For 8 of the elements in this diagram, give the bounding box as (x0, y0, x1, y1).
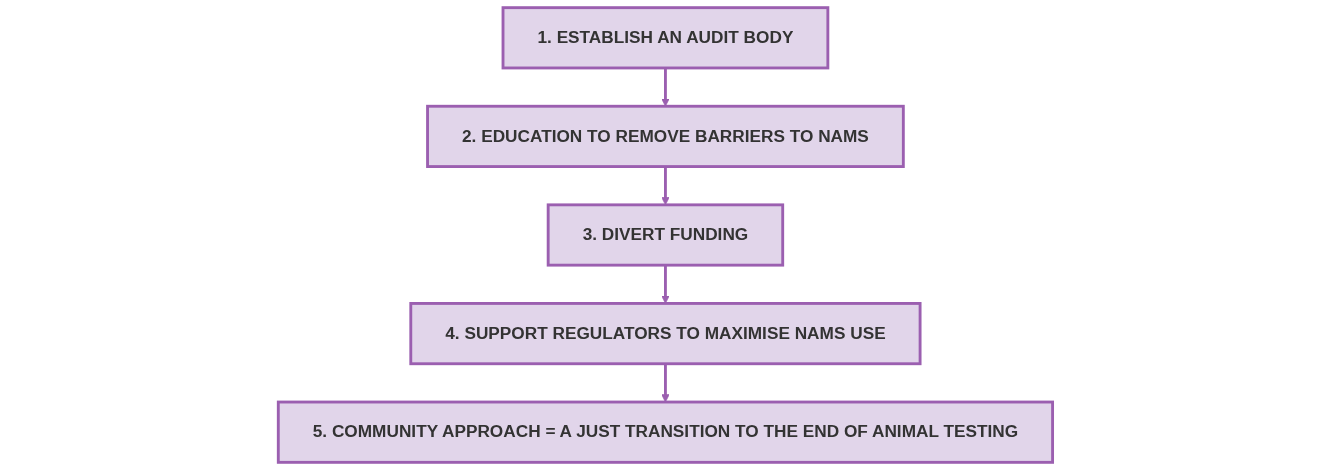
arrow (660, 363, 670, 403)
node-box: 5. COMMUNITY APPROACH = A JUST TRANSITION TO THE END OF ANIMAL TESTING (276, 400, 1054, 464)
node-box: 4. SUPPORT REGULATORS TO MAXIMISE NAMS USE (408, 302, 922, 366)
node-box: 1. ESTABLISH AN AUDIT BODY (501, 6, 829, 70)
arrow (660, 265, 670, 304)
node-box: 3. DIVERT FUNDING (546, 203, 784, 267)
node-box: 2. EDUCATION TO REMOVE BARRIERS TO NAMS (425, 104, 905, 168)
arrow (660, 67, 670, 107)
